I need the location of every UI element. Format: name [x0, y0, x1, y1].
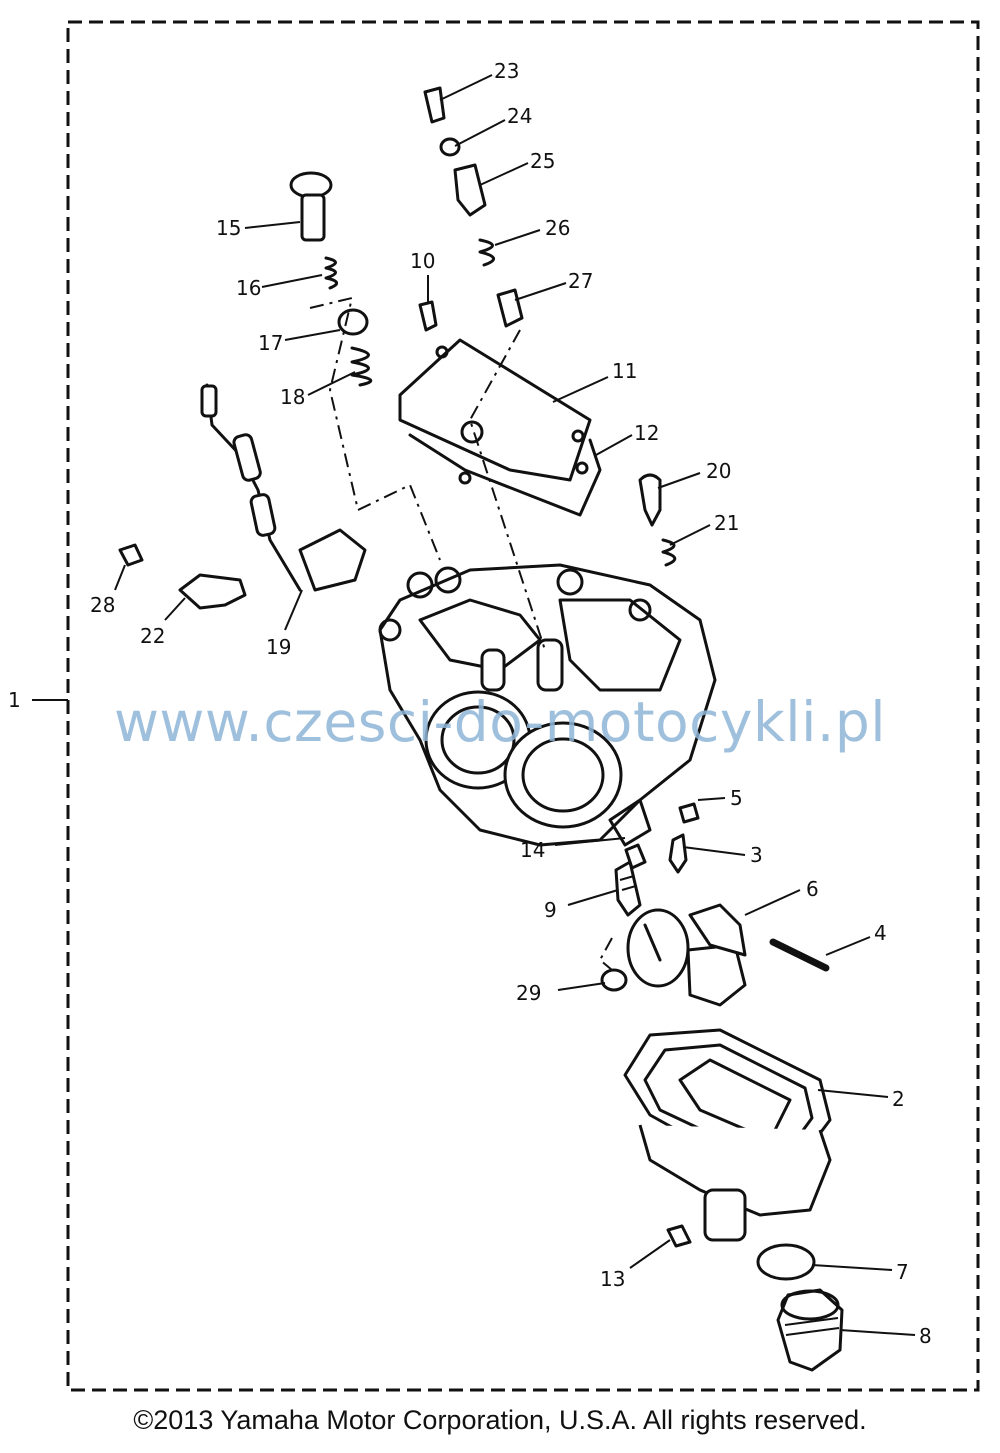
callout-29: 29	[516, 981, 541, 1005]
callout-11: 11	[612, 359, 637, 383]
callout-1: 1	[8, 688, 21, 712]
callout-2: 2	[892, 1087, 905, 1111]
watermark-url: www.czesci-do-motocykli.pl	[113, 690, 887, 754]
cap-27	[496, 288, 524, 328]
washer-24	[439, 137, 461, 157]
callout-21: 21	[714, 511, 739, 535]
assembly-frame	[66, 20, 980, 1392]
spring-16	[324, 256, 338, 290]
callout-3: 3	[750, 843, 763, 867]
o-ring	[756, 1243, 816, 1281]
throttle-stop-screw	[289, 171, 333, 242]
bracket-22	[178, 573, 247, 610]
callout-14: 14	[520, 838, 545, 862]
carburetor-body	[378, 563, 717, 847]
callout-16: 16	[236, 276, 261, 300]
callout-10: 10	[410, 249, 435, 273]
screw-13	[666, 1224, 692, 1248]
callout-20: 20	[706, 459, 731, 483]
float	[626, 903, 747, 1007]
screw-20	[638, 473, 662, 527]
assembly-line	[468, 329, 546, 651]
screw-10	[418, 300, 438, 332]
callout-7: 7	[896, 1260, 909, 1284]
callout-26: 26	[545, 216, 570, 240]
cover-gasket	[408, 433, 602, 517]
copyright-notice: ©2013 Yamaha Motor Corporation, U.S.A. A…	[133, 1405, 867, 1435]
callout-6: 6	[806, 877, 819, 901]
callout-28: 28	[90, 593, 115, 617]
screw-23	[423, 86, 446, 124]
callout-19: 19	[266, 635, 291, 659]
vacuum-chamber-cover	[398, 338, 592, 482]
sensor-19	[200, 383, 367, 592]
callout-9: 9	[544, 898, 557, 922]
pilot-screw	[614, 860, 642, 917]
callout-17: 17	[258, 331, 283, 355]
assembly-line	[598, 937, 613, 971]
float-pin	[769, 938, 830, 972]
callout-12: 12	[634, 421, 659, 445]
float-bowl	[623, 1028, 832, 1242]
callout-22: 22	[140, 624, 165, 648]
callout-leaders	[114, 74, 916, 1336]
callout-8: 8	[919, 1324, 932, 1348]
callout-4: 4	[874, 921, 887, 945]
main-jet	[624, 843, 647, 870]
collar-17	[337, 308, 369, 336]
callout-5: 5	[730, 786, 743, 810]
callout-23: 23	[494, 59, 519, 83]
assembly-line	[309, 296, 441, 561]
callout-13: 13	[600, 1267, 625, 1291]
spring-18	[350, 346, 373, 387]
callout-24: 24	[507, 104, 532, 128]
callout-18: 18	[280, 385, 305, 409]
screw-28	[118, 543, 144, 567]
washer-29	[600, 968, 628, 992]
spring-26	[478, 238, 495, 267]
callout-27: 27	[568, 269, 593, 293]
callout-15: 15	[216, 216, 241, 240]
needle-valve	[668, 833, 688, 874]
starter-plunger	[453, 163, 487, 217]
callout-25: 25	[530, 149, 555, 173]
drain-plug	[776, 1288, 844, 1372]
screw-5	[678, 802, 700, 824]
